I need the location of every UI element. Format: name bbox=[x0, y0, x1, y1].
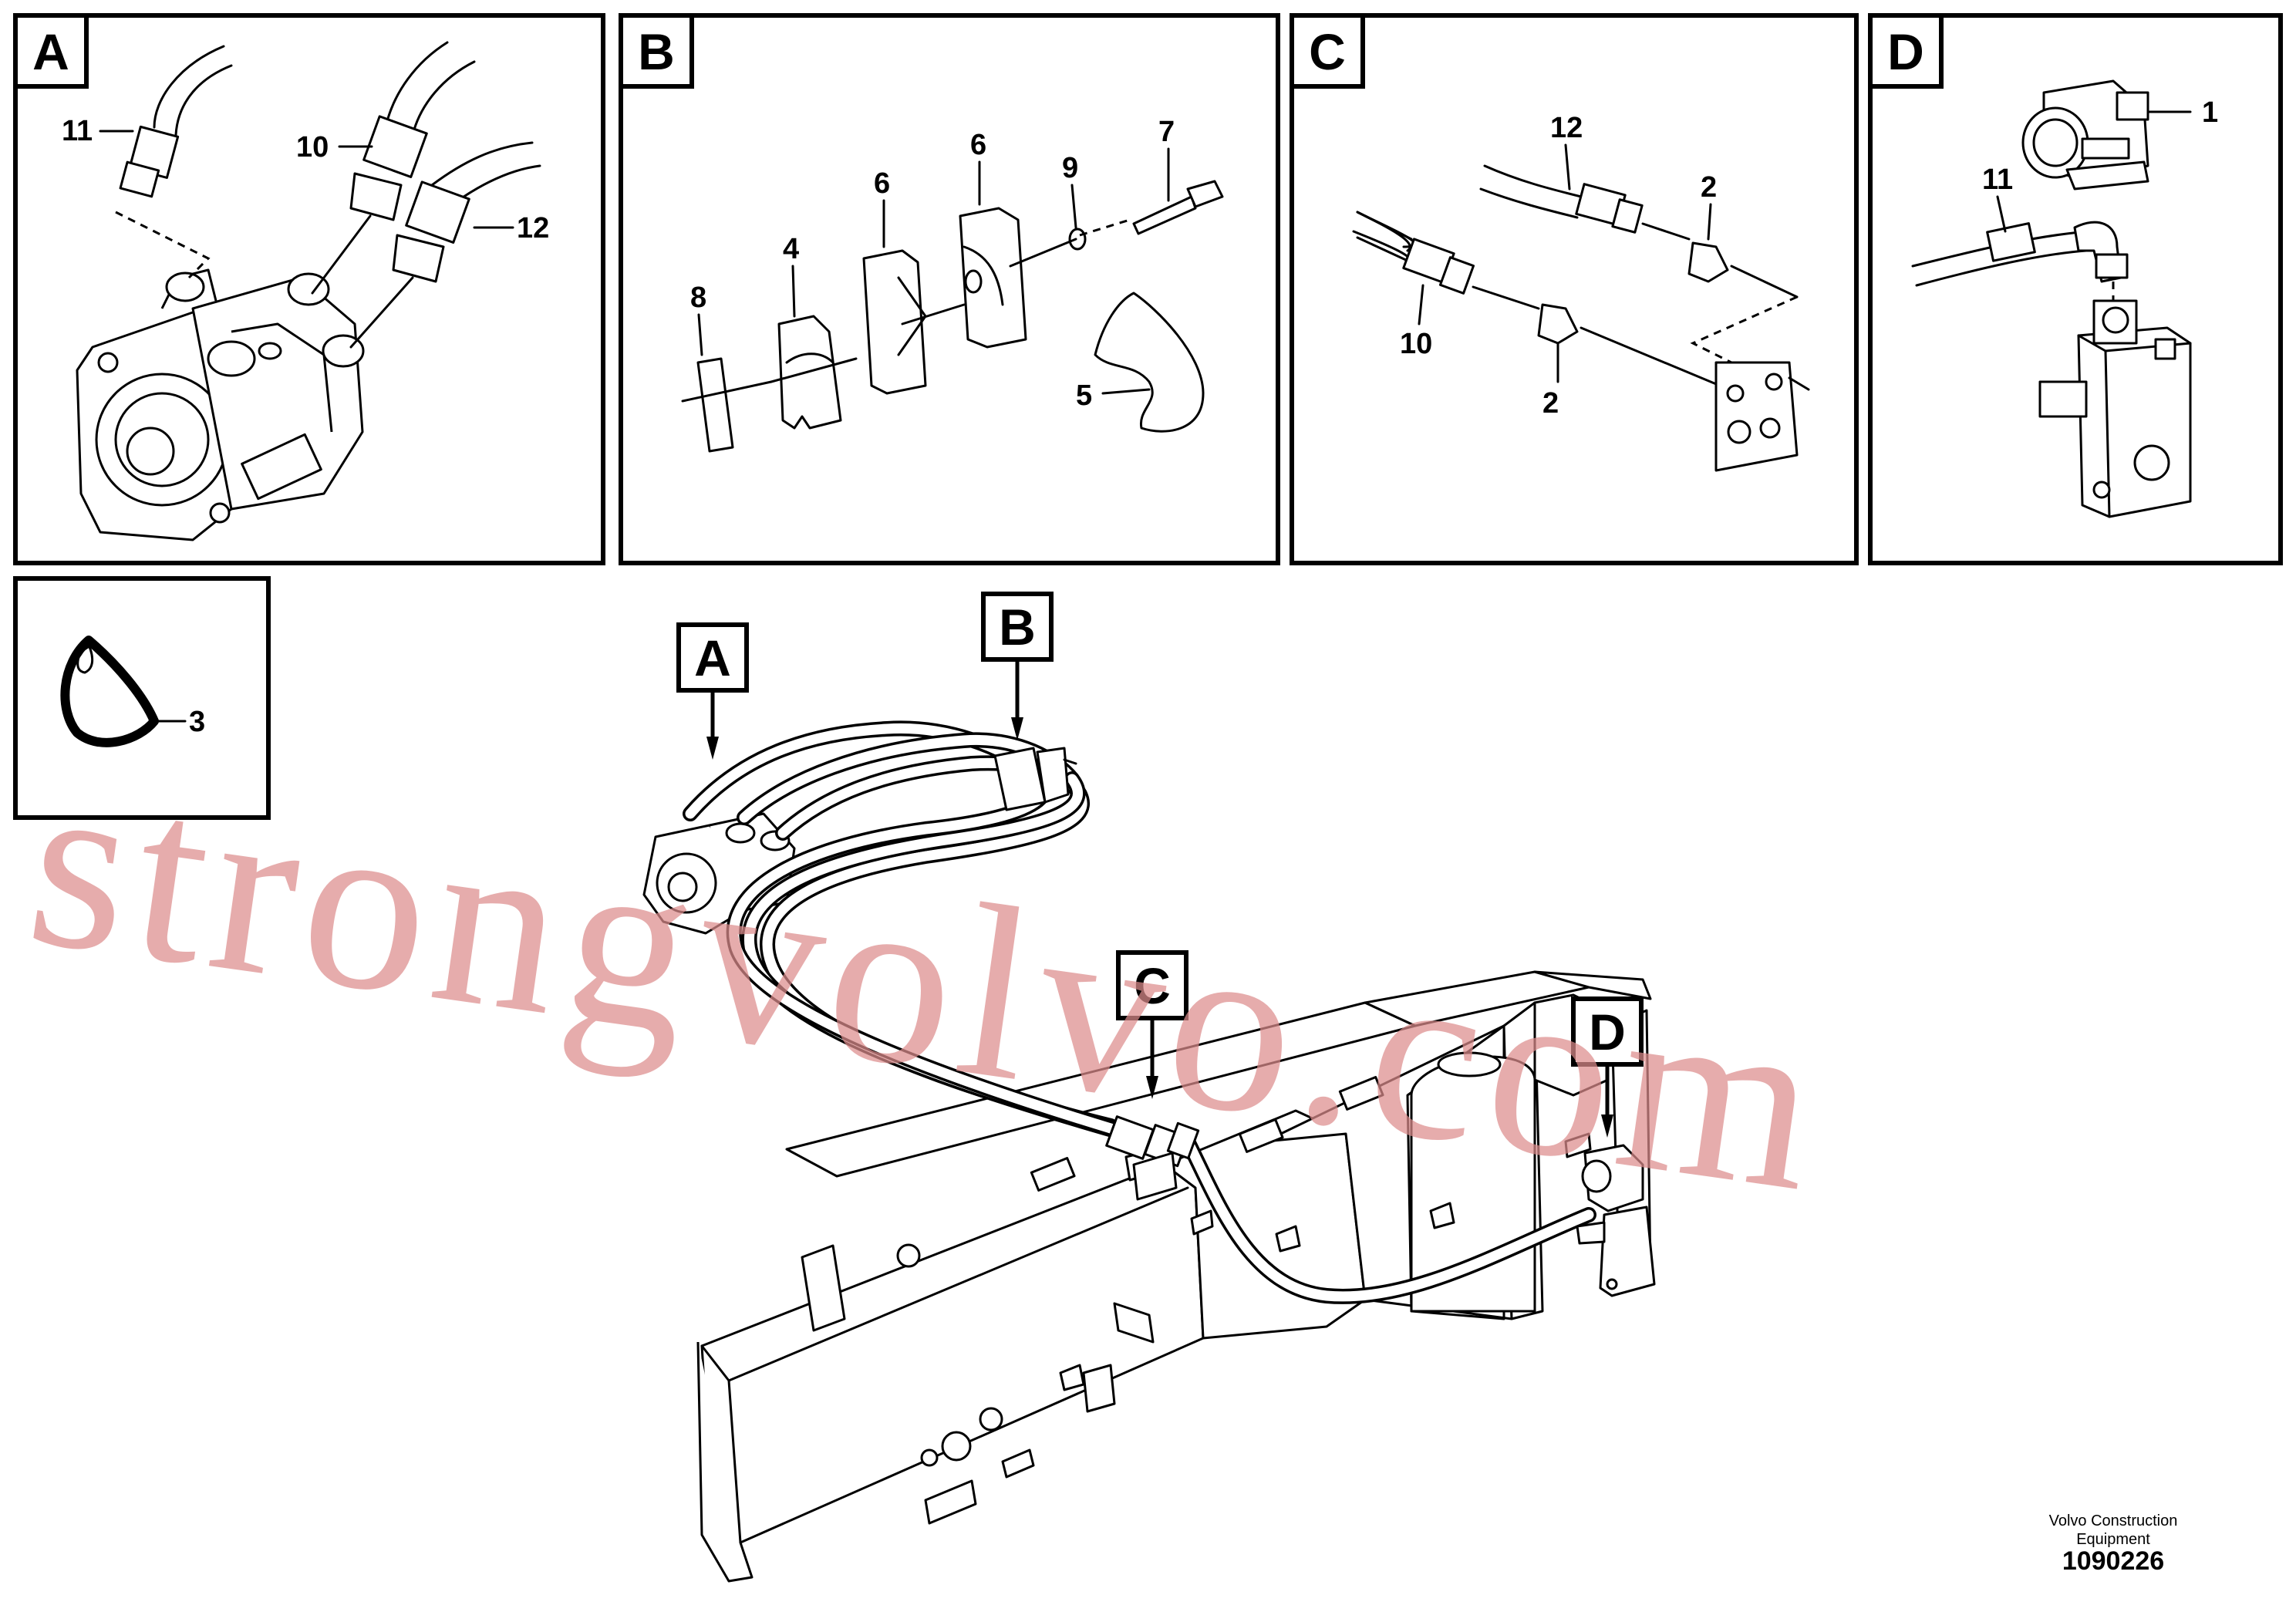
hydraulic-pump-detail bbox=[76, 268, 365, 541]
adapter-2-upper bbox=[1687, 241, 1729, 283]
spring-clip-5 bbox=[1094, 292, 1205, 433]
panel-d-letter: D bbox=[1887, 23, 1924, 80]
hose-11-fitting bbox=[1986, 222, 2036, 262]
panel-b-letter: B bbox=[638, 23, 675, 80]
brand-line-2: Equipment bbox=[2076, 1531, 2150, 1548]
callout-c-2-upper: 2 bbox=[1701, 171, 1717, 204]
svg-text:B: B bbox=[999, 599, 1036, 656]
clamp-half-6b bbox=[959, 207, 1027, 349]
panel-b: B 8 4 6 6 9 7 5 bbox=[619, 13, 1280, 565]
callout-strap-3: 3 bbox=[189, 706, 205, 738]
brand-line-1: Volvo Construction bbox=[2048, 1512, 2178, 1529]
cable-tie-3 bbox=[60, 636, 159, 747]
brand-name: Volvo Construction Equipment bbox=[2021, 1512, 2206, 1549]
label-box-b: B bbox=[981, 592, 1054, 740]
adapter-2-lower bbox=[1537, 303, 1579, 345]
panel-c: C 12 2 10 2 bbox=[1290, 13, 1859, 565]
hose-11-end bbox=[119, 45, 233, 198]
panel-c-letter: C bbox=[1309, 23, 1346, 80]
callout-b-4: 4 bbox=[783, 233, 799, 265]
callout-a-11: 11 bbox=[62, 115, 93, 147]
plate-8 bbox=[696, 357, 734, 453]
panel-a: A bbox=[13, 13, 605, 565]
valve-block bbox=[2038, 299, 2192, 518]
callout-b-6a: 6 bbox=[874, 167, 890, 200]
main-fittings-c bbox=[1105, 1115, 1200, 1201]
callout-d-1: 1 bbox=[2202, 96, 2218, 129]
main-assembly-view: A B C D bbox=[642, 592, 1656, 1583]
callout-a-10: 10 bbox=[296, 131, 329, 164]
svg-text:C: C bbox=[1134, 957, 1171, 1014]
valve-plate bbox=[1714, 361, 1799, 472]
callout-a-12: 12 bbox=[517, 212, 549, 244]
callout-c-10: 10 bbox=[1400, 328, 1432, 360]
callout-b-9: 9 bbox=[1062, 152, 1078, 184]
valve-1 bbox=[2021, 79, 2149, 191]
main-valve-d bbox=[1576, 1144, 1656, 1297]
clamp-half-6a bbox=[862, 249, 927, 395]
label-box-a: A bbox=[676, 622, 749, 760]
callout-b-5: 5 bbox=[1076, 379, 1092, 412]
drawing-number: 1090226 bbox=[2062, 1546, 2165, 1576]
callout-c-2-lower: 2 bbox=[1542, 387, 1559, 420]
washer-9 bbox=[1068, 228, 1087, 251]
label-box-c: C bbox=[1116, 950, 1188, 1099]
panel-strap: 3 bbox=[13, 576, 271, 820]
machine-frame bbox=[696, 970, 1652, 1583]
label-box-d: D bbox=[1571, 996, 1644, 1138]
callout-b-7: 7 bbox=[1158, 116, 1175, 148]
panel-d: D 1 11 bbox=[1868, 13, 2283, 565]
callout-c-12: 12 bbox=[1550, 112, 1583, 144]
svg-text:A: A bbox=[694, 629, 731, 686]
panel-a-letter: A bbox=[32, 23, 69, 80]
bolt-7 bbox=[1132, 195, 1197, 235]
callout-b-8: 8 bbox=[690, 282, 706, 314]
main-clamp bbox=[993, 747, 1077, 811]
hose-12-end bbox=[392, 141, 541, 283]
hose-10-end bbox=[349, 41, 476, 221]
svg-text:D: D bbox=[1589, 1003, 1626, 1061]
callout-d-11: 11 bbox=[1982, 164, 2013, 196]
callout-b-6b: 6 bbox=[970, 129, 986, 161]
